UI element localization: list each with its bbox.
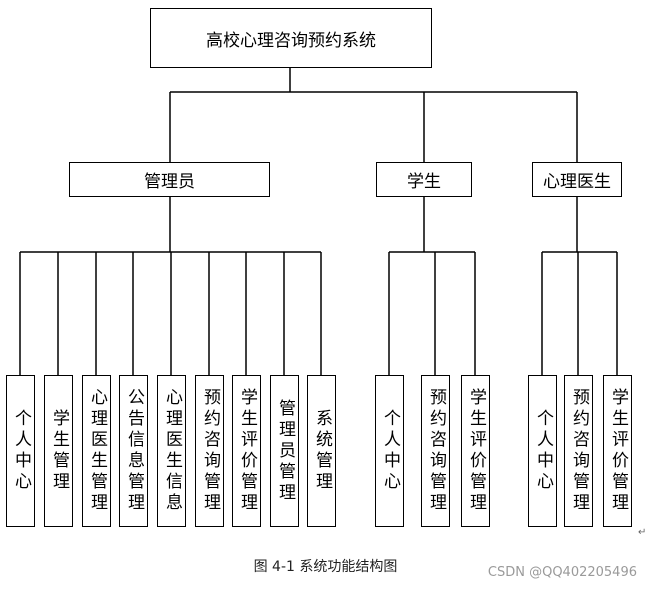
leaf-label: 心理医生管理 — [87, 388, 107, 514]
leaf-doctor-evaluation-management: 学生评价管理 — [603, 375, 632, 527]
root-title: 高校心理咨询预约系统 — [206, 30, 376, 51]
leaf-label: 个人中心 — [533, 409, 553, 493]
leaf-admin-notice-management: 公告信息管理 — [119, 375, 148, 527]
leaf-doctor-appointment-management: 预约咨询管理 — [564, 375, 593, 527]
leaf-admin-doctor-info: 心理医生信息 — [157, 375, 186, 527]
leaf-student-personal-center: 个人中心 — [375, 375, 404, 527]
leaf-admin-evaluation-management: 学生评价管理 — [232, 375, 261, 527]
leaf-doctor-personal-center: 个人中心 — [528, 375, 557, 527]
category-doctor-label: 心理医生 — [543, 172, 611, 192]
leaf-label: 个人中心 — [380, 409, 400, 493]
leaf-label: 个人中心 — [11, 409, 31, 493]
leaf-admin-admin-management: 管理员管理 — [270, 375, 299, 527]
root-title-box: 高校心理咨询预约系统 — [150, 8, 432, 68]
category-doctor-box: 心理医生 — [532, 162, 622, 197]
leaf-label: 学生评价管理 — [608, 388, 628, 514]
leaf-label: 预约咨询管理 — [569, 388, 589, 514]
leaf-label: 学生评价管理 — [466, 388, 486, 514]
leaf-label: 预约咨询管理 — [426, 388, 446, 514]
leaf-label: 管理员管理 — [275, 398, 295, 504]
leaf-student-evaluation-management: 学生评价管理 — [461, 375, 490, 527]
leaf-admin-doctor-management: 心理医生管理 — [82, 375, 111, 527]
leaf-admin-personal-center: 个人中心 — [6, 375, 35, 527]
figure-caption: 图 4-1 系统功能结构图 — [253, 559, 398, 575]
leaf-admin-system-management: 系统管理 — [307, 375, 336, 527]
category-student-label: 学生 — [407, 172, 441, 192]
paragraph-return-mark: ↵ — [638, 527, 647, 538]
leaf-label: 心理医生信息 — [162, 388, 182, 514]
leaf-label: 预约咨询管理 — [200, 388, 220, 514]
leaf-label: 学生评价管理 — [237, 388, 257, 514]
category-admin-box: 管理员 — [69, 162, 270, 197]
category-admin-label: 管理员 — [144, 172, 195, 192]
leaf-student-appointment-management: 预约咨询管理 — [421, 375, 450, 527]
leaf-admin-appointment-management: 预约咨询管理 — [195, 375, 224, 527]
leaf-label: 学生管理 — [49, 409, 69, 493]
category-student-box: 学生 — [376, 162, 472, 197]
leaf-admin-student-management: 学生管理 — [44, 375, 73, 527]
watermark: CSDN @QQ402205496 — [487, 565, 637, 580]
leaf-label: 系统管理 — [312, 409, 332, 493]
leaf-label: 公告信息管理 — [124, 388, 144, 514]
